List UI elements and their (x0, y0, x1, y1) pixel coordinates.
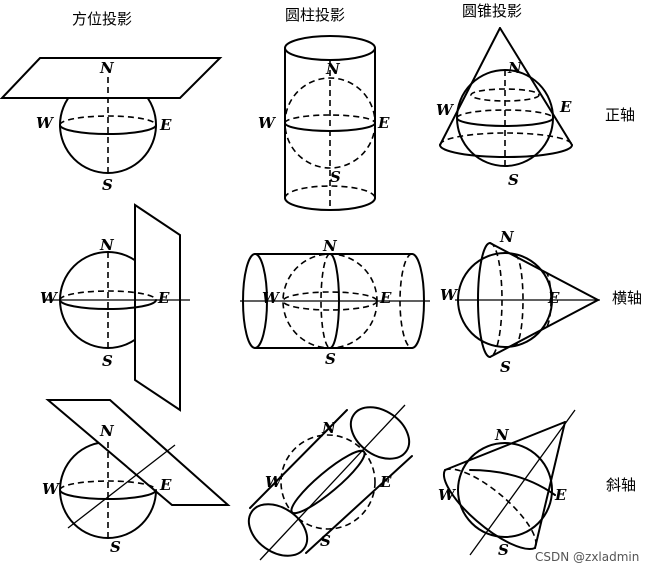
pole-e: E (377, 114, 390, 132)
pole-e: E (159, 476, 172, 494)
pole-s: S (330, 168, 341, 186)
pole-e: E (379, 289, 392, 307)
azimuthal-oblique: N S W E (42, 399, 231, 556)
pole-w: W (258, 114, 277, 132)
pole-n: N (99, 422, 115, 440)
header-cylindrical: 圆柱投影 (285, 6, 345, 24)
pole-w: W (42, 480, 61, 498)
watermark: CSDN @zxladmin (535, 550, 639, 564)
pole-e: E (157, 289, 170, 307)
pole-w: W (436, 101, 455, 119)
pole-w: W (36, 114, 55, 132)
azimuthal-transverse: N S W E (40, 203, 190, 412)
cylindrical-normal: N S W E (258, 35, 390, 211)
header-conic: 圆锥投影 (462, 2, 522, 20)
pole-s: S (498, 541, 509, 559)
pole-w: W (440, 286, 459, 304)
pole-n: N (322, 237, 338, 255)
row-label-transverse: 横轴 (612, 289, 642, 307)
conic-transverse: N S W E (440, 228, 600, 376)
cylindrical-transverse: N S W E (240, 237, 430, 368)
pole-w: W (262, 289, 281, 307)
pole-s: S (102, 352, 113, 370)
row-label-oblique: 斜轴 (606, 476, 636, 494)
pole-s: S (508, 171, 519, 189)
pole-n: N (325, 60, 341, 78)
pole-e: E (547, 289, 560, 307)
pole-s: S (110, 538, 121, 556)
header-azimuthal: 方位投影 (72, 10, 132, 28)
conic-normal: N S W E (436, 27, 573, 189)
pole-n: N (499, 228, 515, 246)
azimuthal-normal: N S W E (0, 57, 223, 194)
pole-s: S (320, 532, 331, 550)
pole-e: E (159, 116, 172, 134)
pole-e: E (379, 473, 392, 491)
pole-s: S (500, 358, 511, 376)
pole-s: S (325, 350, 336, 368)
conic-oblique: N S W E (438, 409, 576, 559)
pole-e: E (559, 98, 572, 116)
pole-n: N (507, 59, 523, 77)
pole-w: W (438, 486, 457, 504)
pole-e: E (554, 486, 567, 504)
pole-s: S (102, 176, 113, 194)
pole-n: N (99, 59, 115, 77)
pole-n: N (321, 419, 337, 437)
pole-n: N (99, 236, 115, 254)
pole-w: W (40, 289, 59, 307)
cylindrical-oblique: N S W E (247, 404, 413, 561)
pole-w: W (265, 473, 284, 491)
row-label-normal: 正轴 (605, 106, 635, 124)
pole-n: N (494, 426, 510, 444)
